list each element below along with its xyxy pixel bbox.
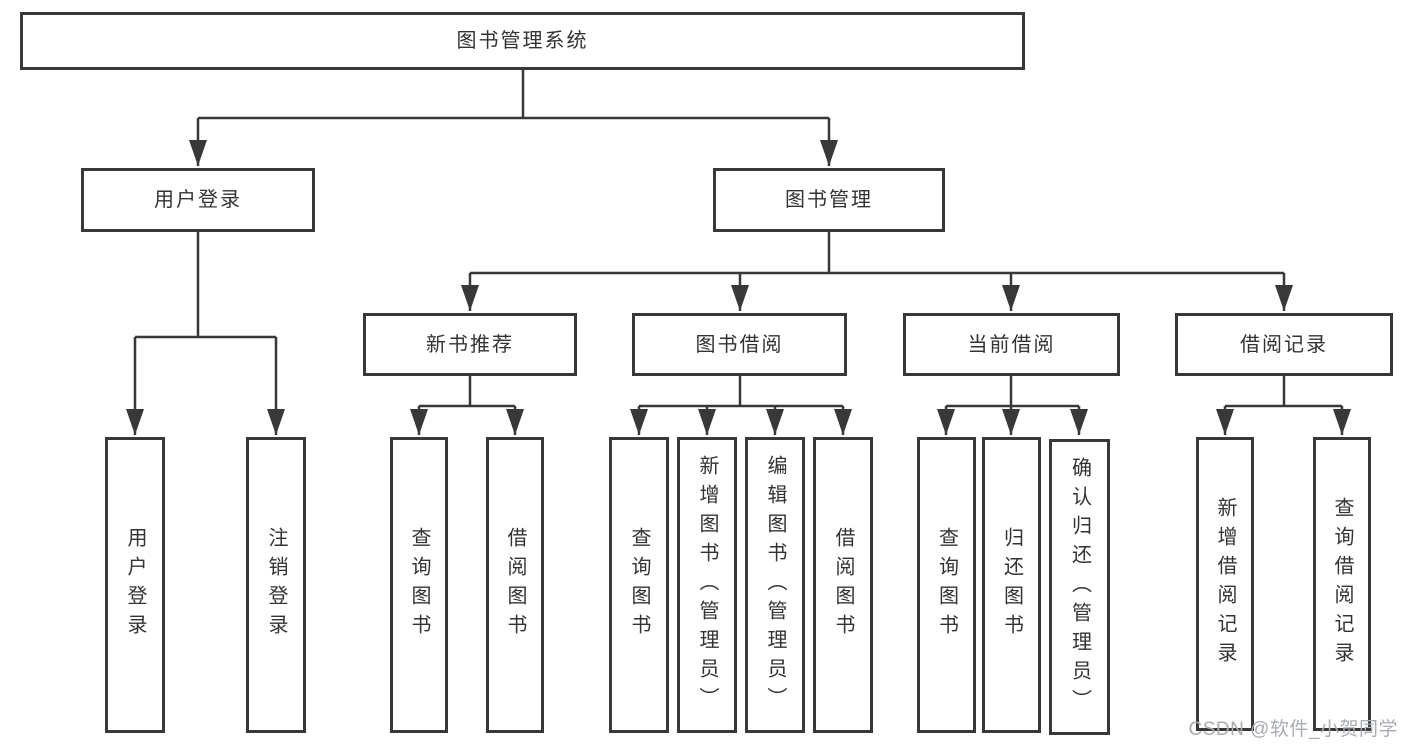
leaf-query-borrow-record: 查询借阅记录: [1313, 437, 1371, 731]
leaf-query-books-current: 查询图书: [917, 437, 976, 733]
leaf-edit-books-admin: 编辑图书（管理员）: [745, 437, 805, 733]
leaf-borrow-books-recommend: 借阅图书: [486, 437, 544, 733]
leaf-add-books-admin: 新增图书（管理员）: [677, 437, 737, 733]
node-book-borrowing: 图书借阅: [632, 313, 847, 376]
node-library-system: 图书管理系统: [20, 12, 1025, 70]
node-book-management: 图书管理: [713, 168, 945, 232]
leaf-query-books-borrowing: 查询图书: [609, 437, 669, 733]
leaf-logout: 注销登录: [246, 437, 306, 733]
node-borrowing-records: 借阅记录: [1175, 313, 1393, 376]
leaf-query-books-recommend: 查询图书: [390, 437, 448, 733]
leaf-return-books: 归还图书: [982, 437, 1041, 733]
leaf-borrow-books-borrowing: 借阅图书: [813, 437, 873, 733]
node-new-book-recommend: 新书推荐: [363, 313, 577, 376]
leaf-user-login: 用户登录: [105, 437, 165, 733]
node-user-login: 用户登录: [81, 168, 315, 232]
leaf-add-borrow-record: 新增借阅记录: [1196, 437, 1254, 731]
leaf-confirm-return-admin: 确认归还（管理员）: [1049, 439, 1110, 735]
node-current-borrowing: 当前借阅: [903, 313, 1120, 376]
csdn-watermark: CSDN @软件_小贺同学: [1188, 719, 1398, 740]
